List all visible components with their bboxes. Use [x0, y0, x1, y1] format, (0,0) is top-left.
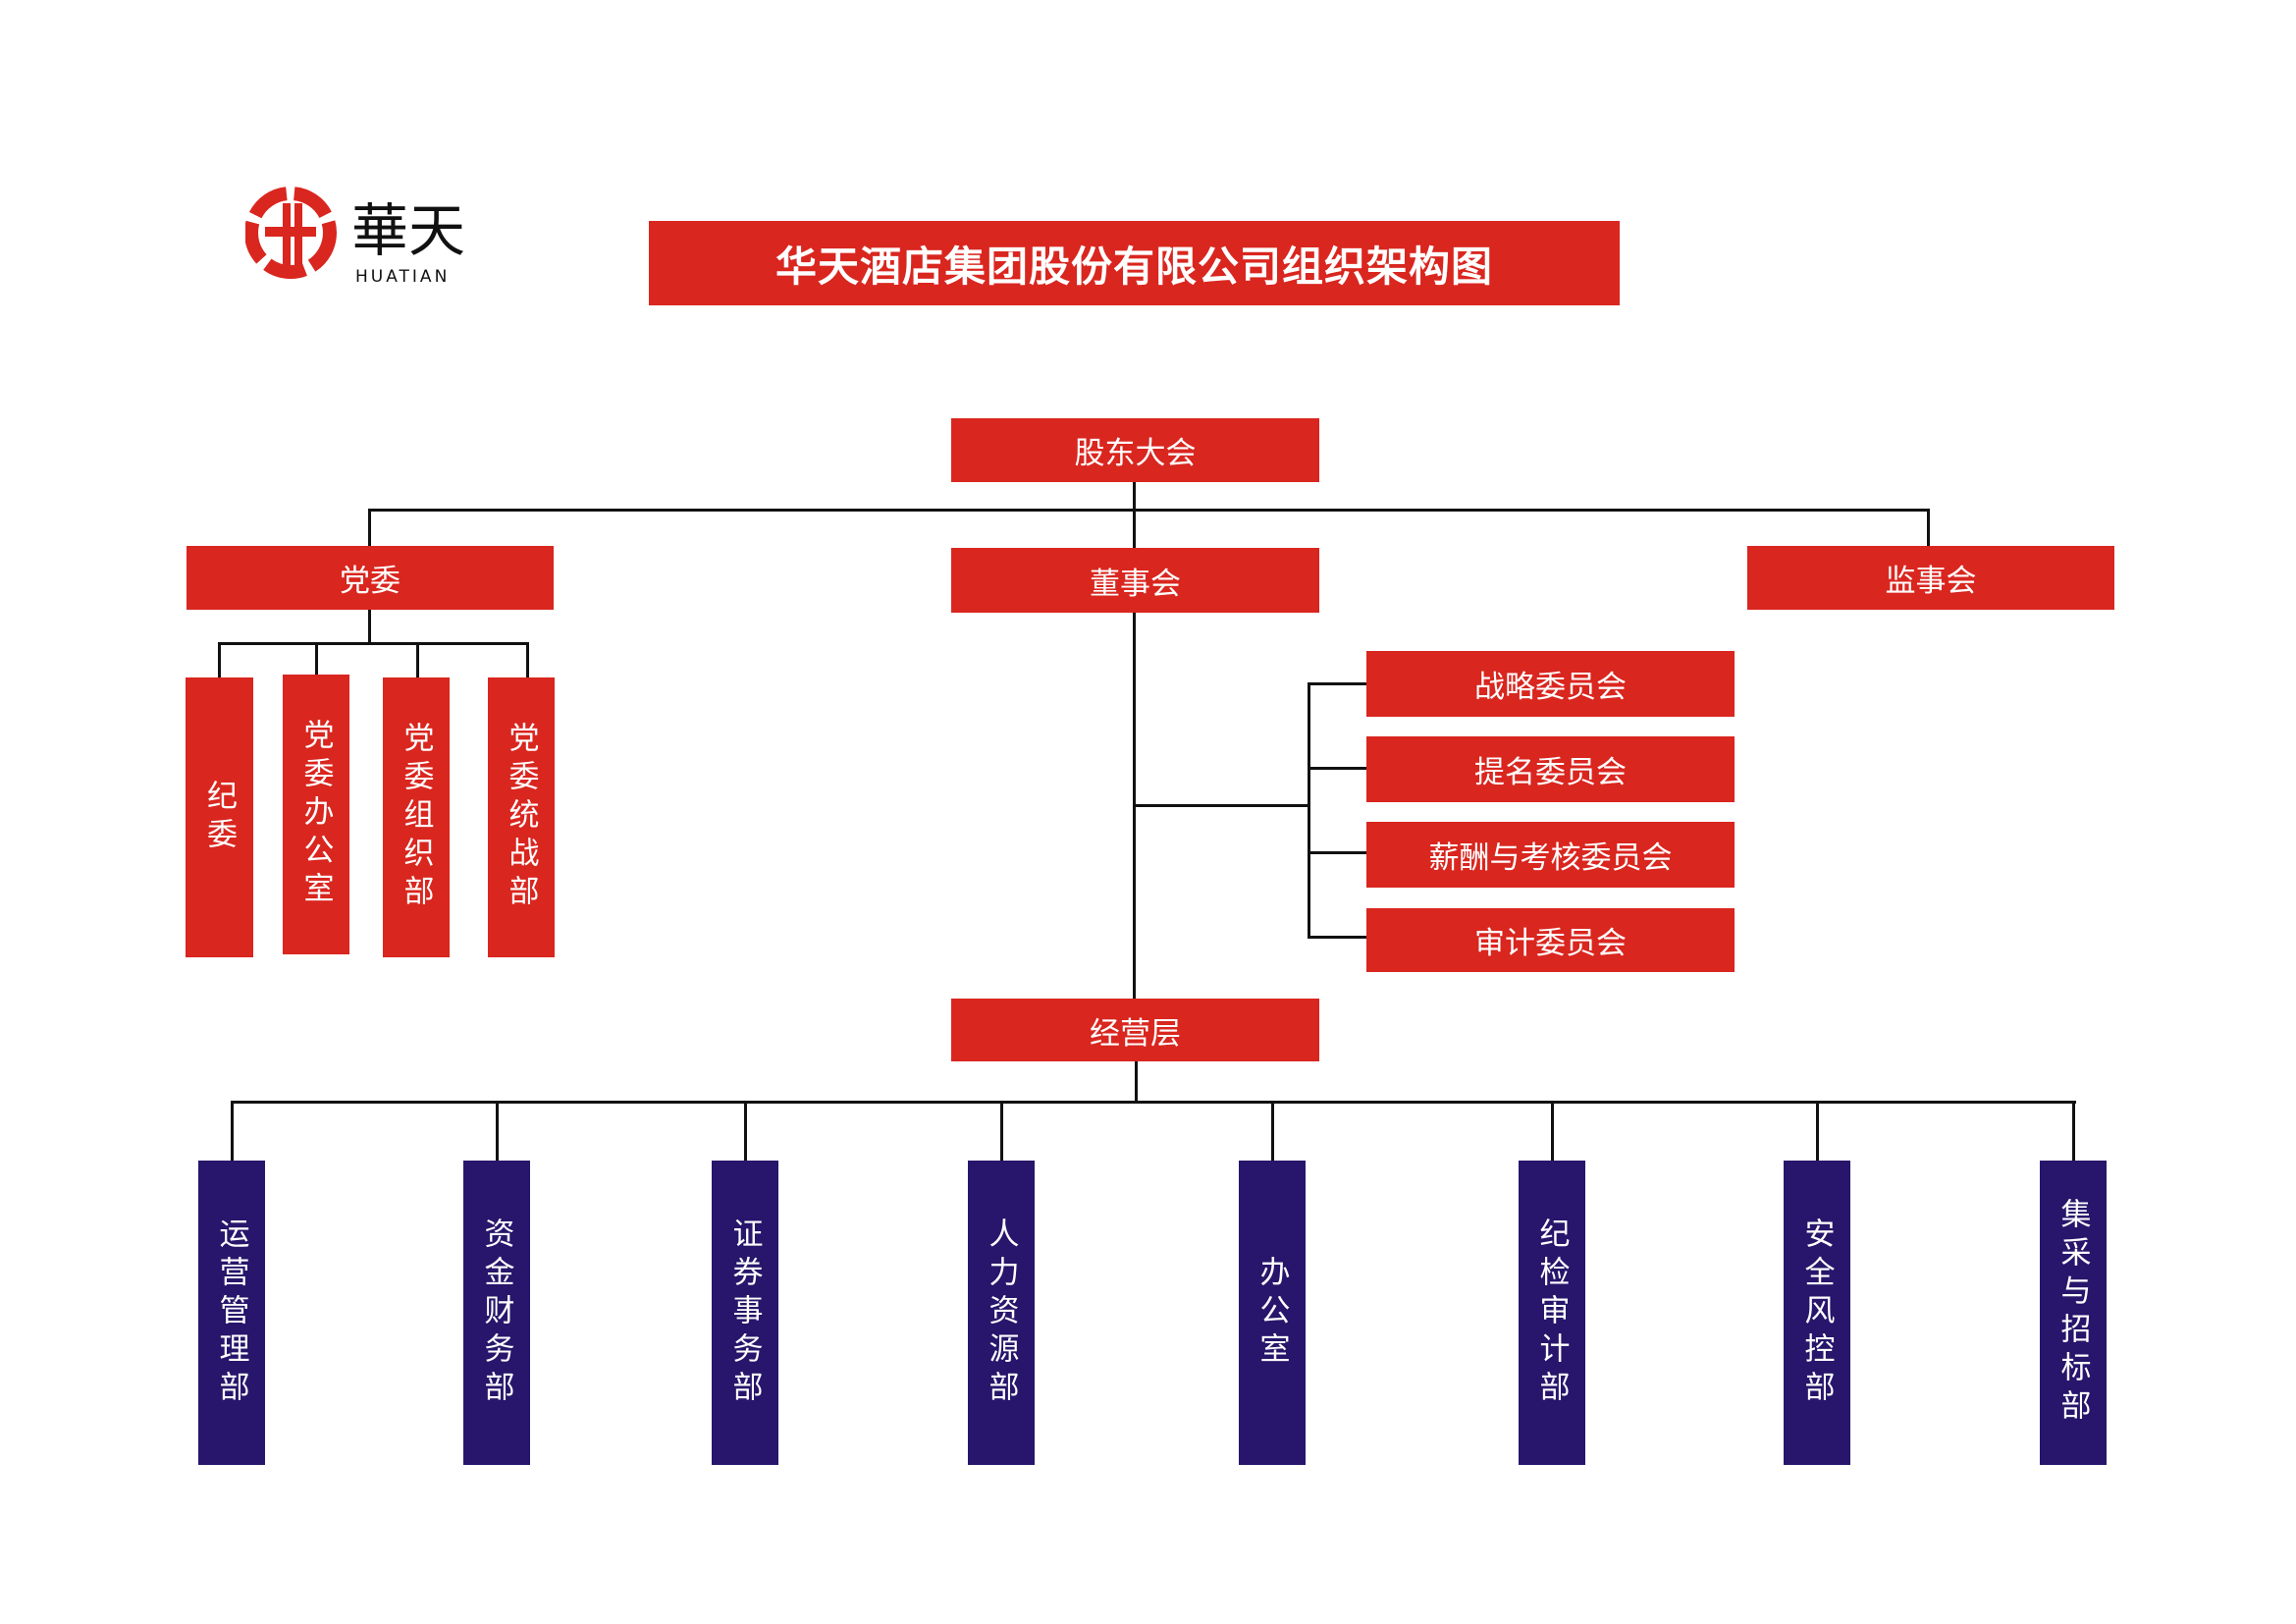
management-box: 经营层 — [951, 999, 1319, 1061]
connector — [231, 1101, 2076, 1104]
department-box: 办公室 — [1239, 1161, 1306, 1465]
connector — [1551, 1101, 1554, 1161]
connector — [315, 642, 318, 675]
party-child-box: 党委办公室 — [283, 675, 349, 954]
party-child-box: 纪委 — [186, 677, 253, 957]
connector — [1135, 1061, 1138, 1102]
connector — [1308, 682, 1310, 938]
department-box: 资金财务部 — [463, 1161, 530, 1465]
connector — [368, 610, 371, 644]
connector — [416, 642, 419, 677]
connector — [231, 1101, 234, 1161]
committee-box: 薪酬与考核委员会 — [1366, 822, 1735, 888]
board-box: 董事会 — [951, 548, 1319, 613]
connector — [218, 642, 529, 645]
connector — [744, 1101, 747, 1161]
connector — [1816, 1101, 1819, 1161]
connector — [368, 509, 371, 546]
department-box: 集采与招标部 — [2040, 1161, 2107, 1465]
supervisors-box: 监事会 — [1747, 546, 2114, 610]
department-box: 运营管理部 — [198, 1161, 265, 1465]
department-box: 证券事务部 — [712, 1161, 778, 1465]
connector — [1308, 767, 1366, 770]
department-box: 人力资源部 — [968, 1161, 1035, 1465]
party-committee-box: 党委 — [187, 546, 554, 610]
connector — [1000, 1101, 1003, 1161]
committee-box: 审计委员会 — [1366, 908, 1735, 972]
committee-box: 战略委员会 — [1366, 651, 1735, 717]
connector — [1271, 1101, 1274, 1161]
svg-text:華天: 華天 — [351, 197, 465, 264]
connector — [496, 1101, 499, 1161]
connector — [1308, 851, 1366, 854]
department-box: 纪检审计部 — [1519, 1161, 1585, 1465]
connector — [2072, 1101, 2075, 1161]
shareholders-meeting-box: 股东大会 — [951, 418, 1319, 482]
connector — [526, 642, 529, 677]
connector — [1133, 482, 1136, 548]
connector — [1308, 682, 1366, 685]
department-box: 安全风控部 — [1784, 1161, 1850, 1465]
committee-box: 提名委员会 — [1366, 736, 1735, 802]
connector — [368, 509, 1930, 512]
party-child-box: 党委组织部 — [383, 677, 450, 957]
svg-text:HUATIAN: HUATIAN — [355, 267, 450, 287]
connector — [1134, 804, 1310, 807]
party-child-box: 党委统战部 — [488, 677, 555, 957]
connector — [1308, 936, 1366, 939]
page-title: 华天酒店集团股份有限公司组织架构图 — [649, 221, 1620, 305]
huatian-logo: 華天 HUATIAN — [244, 182, 471, 294]
connector — [218, 642, 221, 677]
connector — [1927, 509, 1930, 546]
